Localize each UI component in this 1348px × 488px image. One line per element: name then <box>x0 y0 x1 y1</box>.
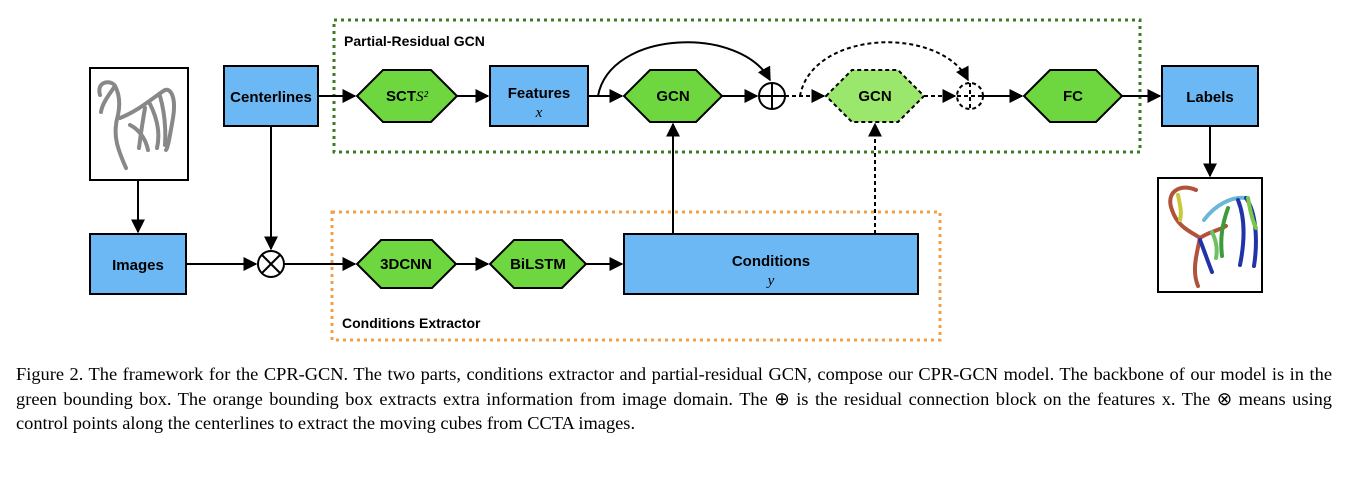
labeled-vessel-tree-image <box>1157 177 1263 293</box>
arrow-residual-skip-1 <box>597 41 771 97</box>
centerlines-label: Centerlines <box>230 89 312 106</box>
residual-add-operator-dashed <box>956 82 984 110</box>
features-label: Features <box>508 85 571 102</box>
conditions-extractor-label: Conditions Extractor <box>342 315 481 331</box>
features-variable: x <box>535 105 543 121</box>
cube-extract-operator <box>257 250 285 278</box>
vessel-tree-image <box>89 67 189 181</box>
conditions-box <box>623 233 919 295</box>
gcn-label-2: GCN <box>858 88 891 105</box>
labels-box <box>1161 65 1259 127</box>
partial-residual-gcn-label: Partial-Residual GCN <box>344 33 485 49</box>
cpr-gcn-framework-diagram: Partial-Residual GCN Conditions Extracto… <box>89 18 1263 342</box>
figure-caption: Figure 2. The framework for the CPR-GCN.… <box>16 362 1332 436</box>
images-label: Images <box>112 257 164 274</box>
conditions-label: Conditions <box>732 253 810 270</box>
labels-label: Labels <box>1186 89 1234 106</box>
residual-add-operator <box>758 82 786 110</box>
3dcnn-label: 3DCNN <box>380 256 432 273</box>
arrow-residual-skip-2 <box>799 41 969 97</box>
conditions-variable: y <box>766 273 775 289</box>
sct-label: SCTS² <box>386 88 429 105</box>
caption-text: Figure 2. The framework for the CPR-GCN.… <box>16 364 1332 433</box>
fc-label: FC <box>1063 88 1083 105</box>
bilstm-label: BiLSTM <box>510 256 566 273</box>
gcn-label-1: GCN <box>656 88 689 105</box>
conditions-extractor-box <box>330 210 942 342</box>
